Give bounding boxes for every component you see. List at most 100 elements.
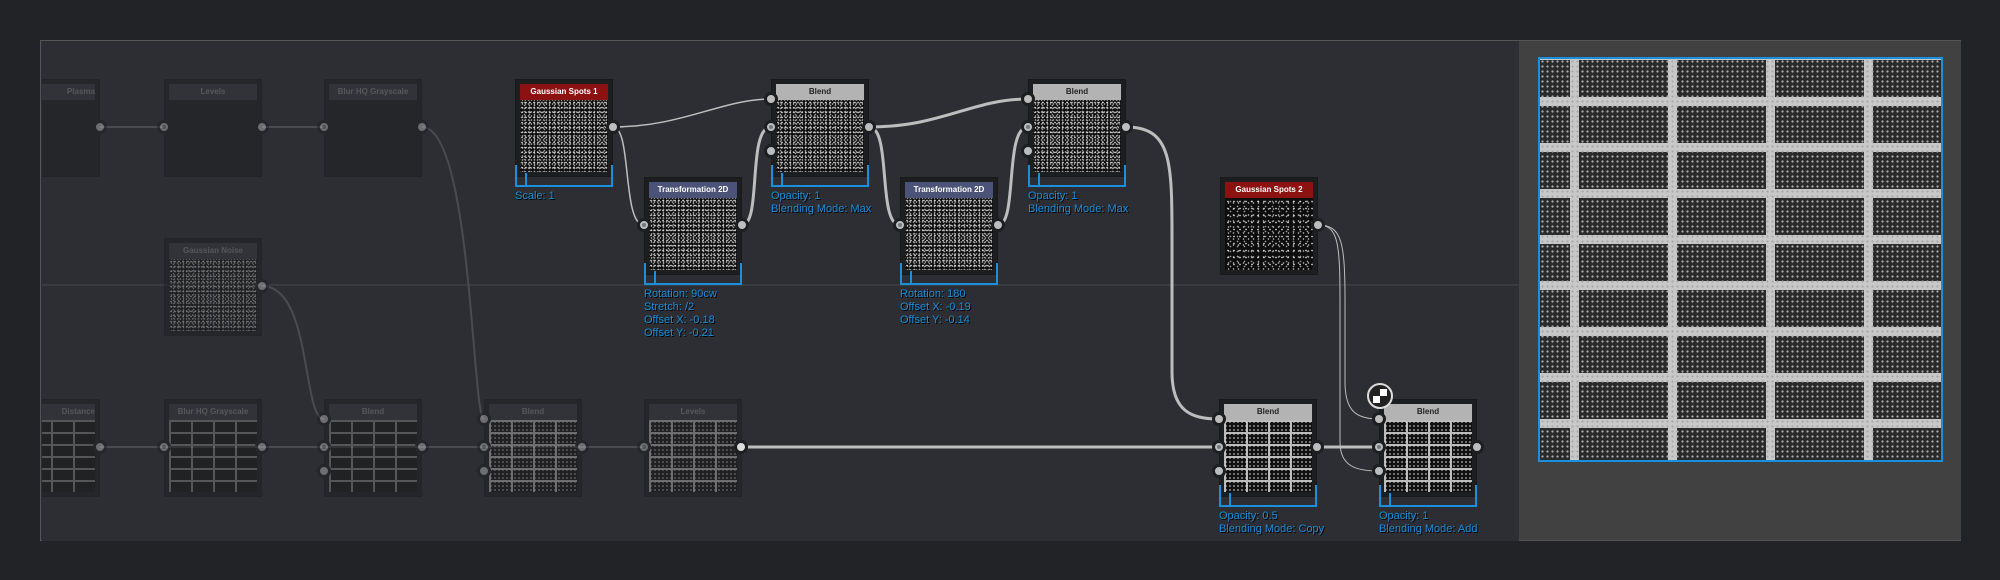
editor-frame: Plasma Levels Blur HQ Grayscale Gaussian… xyxy=(40,40,1961,541)
node-levels[interactable]: Levels xyxy=(157,79,269,177)
node-preview xyxy=(329,420,417,492)
param-bracket xyxy=(771,165,869,187)
input-port[interactable] xyxy=(157,440,171,454)
output-port[interactable] xyxy=(1119,120,1133,134)
node-title: Gaussian Spots 1 xyxy=(520,84,608,100)
output-port[interactable] xyxy=(255,279,269,293)
node-title: Plasma xyxy=(42,84,95,100)
input-port[interactable] xyxy=(764,120,778,134)
node-preview xyxy=(169,259,257,331)
wire xyxy=(741,125,772,227)
output-port[interactable] xyxy=(93,120,107,134)
wire xyxy=(612,98,772,128)
node-blur-hq-grayscale[interactable]: Blur HQ Grayscale xyxy=(317,79,429,177)
param-opacity: Opacity: 0.5 xyxy=(1219,510,1278,522)
node-preview xyxy=(1033,100,1121,172)
node-preview xyxy=(776,100,864,172)
node-blend-2[interactable]: Blend xyxy=(1021,79,1133,177)
output-port[interactable] xyxy=(255,120,269,134)
texture-preview-image xyxy=(1538,57,1943,462)
input-port[interactable] xyxy=(317,464,331,478)
output-port[interactable] xyxy=(991,218,1005,232)
wire xyxy=(868,97,1029,129)
input-port[interactable] xyxy=(317,412,331,426)
input-port[interactable] xyxy=(764,92,778,106)
node-gaussian-spots-1[interactable]: Gaussian Spots 1 xyxy=(515,79,620,177)
node-blend-final[interactable]: Blend xyxy=(1372,399,1484,497)
wire xyxy=(261,285,325,420)
output-port[interactable] xyxy=(862,120,876,134)
input-port[interactable] xyxy=(317,120,331,134)
node-preview xyxy=(649,198,737,270)
node-preview xyxy=(169,100,257,172)
input-port[interactable] xyxy=(1212,412,1226,426)
input-port[interactable] xyxy=(1212,440,1226,454)
input-port[interactable] xyxy=(1372,464,1386,478)
node-plasma[interactable]: Plasma xyxy=(42,79,107,177)
node-blend-bottom-2[interactable]: Blend xyxy=(477,399,589,497)
input-port[interactable] xyxy=(1021,92,1035,106)
input-port[interactable] xyxy=(157,120,171,134)
input-port[interactable] xyxy=(1372,412,1386,426)
node-blend-bottom-1[interactable]: Blend xyxy=(317,399,429,497)
input-port[interactable] xyxy=(1372,440,1386,454)
output-port[interactable] xyxy=(575,440,589,454)
node-params-gaussian-spots-1: Scale: 1 xyxy=(515,190,555,203)
wire xyxy=(1317,224,1380,472)
output-port[interactable] xyxy=(255,440,269,454)
node-gaussian-noise[interactable]: Gaussian Noise xyxy=(164,238,269,336)
node-preview xyxy=(1224,420,1312,492)
node-transformation-2d-1[interactable]: Transformation 2D xyxy=(637,177,749,275)
output-port[interactable] xyxy=(1311,218,1325,232)
node-title: Blend xyxy=(329,404,417,420)
node-preview xyxy=(1225,198,1313,270)
node-title: Blend xyxy=(489,404,577,420)
node-title: Distance xyxy=(42,404,95,420)
input-port[interactable] xyxy=(477,464,491,478)
node-graph-canvas[interactable]: Plasma Levels Blur HQ Grayscale Gaussian… xyxy=(42,42,1519,541)
output-checker-icon[interactable] xyxy=(1367,383,1393,409)
input-port[interactable] xyxy=(764,144,778,158)
node-title: Blur HQ Grayscale xyxy=(329,84,417,100)
param-opacity: Opacity: 1 xyxy=(771,190,821,202)
output-port[interactable] xyxy=(606,120,620,134)
node-distance[interactable]: Distance xyxy=(42,399,107,497)
param-bracket xyxy=(900,263,998,285)
node-blend-1[interactable]: Blend xyxy=(764,79,876,177)
wire xyxy=(868,125,901,227)
node-preview xyxy=(905,198,993,270)
output-port[interactable] xyxy=(1310,440,1324,454)
node-gaussian-spots-2[interactable]: Gaussian Spots 2 xyxy=(1220,177,1325,275)
node-title: Blend xyxy=(1033,84,1121,100)
output-port[interactable] xyxy=(415,120,429,134)
node-blur-hq-grayscale-bottom[interactable]: Blur HQ Grayscale xyxy=(157,399,269,497)
node-transformation-2d-2[interactable]: Transformation 2D xyxy=(893,177,1005,275)
input-port[interactable] xyxy=(1021,144,1035,158)
input-port[interactable] xyxy=(1021,120,1035,134)
output-port[interactable] xyxy=(93,440,107,454)
param-blending-mode: Blending Mode: Add xyxy=(1379,523,1478,535)
levels-output-port[interactable] xyxy=(734,440,748,454)
input-port[interactable] xyxy=(1212,464,1226,478)
param-stretch: Stretch: /2 xyxy=(644,301,695,313)
output-port[interactable] xyxy=(1470,440,1484,454)
node-title: Gaussian Noise xyxy=(169,243,257,259)
node-title: Levels xyxy=(169,84,257,100)
node-levels-bottom[interactable]: Levels xyxy=(637,399,742,497)
param-blending-mode: Blending Mode: Copy xyxy=(1219,523,1325,535)
input-port[interactable] xyxy=(637,440,651,454)
input-port[interactable] xyxy=(893,218,907,232)
param-offset-y: Offset Y: -0.21 xyxy=(644,327,714,339)
input-port[interactable] xyxy=(477,412,491,426)
node-title: Blend xyxy=(1384,404,1472,420)
output-port[interactable] xyxy=(415,440,429,454)
param-offset-x: Offset X: -0.19 xyxy=(900,301,971,313)
output-port[interactable] xyxy=(735,218,749,232)
input-port[interactable] xyxy=(477,440,491,454)
input-port[interactable] xyxy=(637,218,651,232)
node-blend-copy[interactable]: Blend xyxy=(1212,399,1324,497)
param-bracket xyxy=(1028,165,1126,187)
input-port[interactable] xyxy=(317,440,331,454)
param-opacity: Opacity: 1 xyxy=(1028,190,1078,202)
